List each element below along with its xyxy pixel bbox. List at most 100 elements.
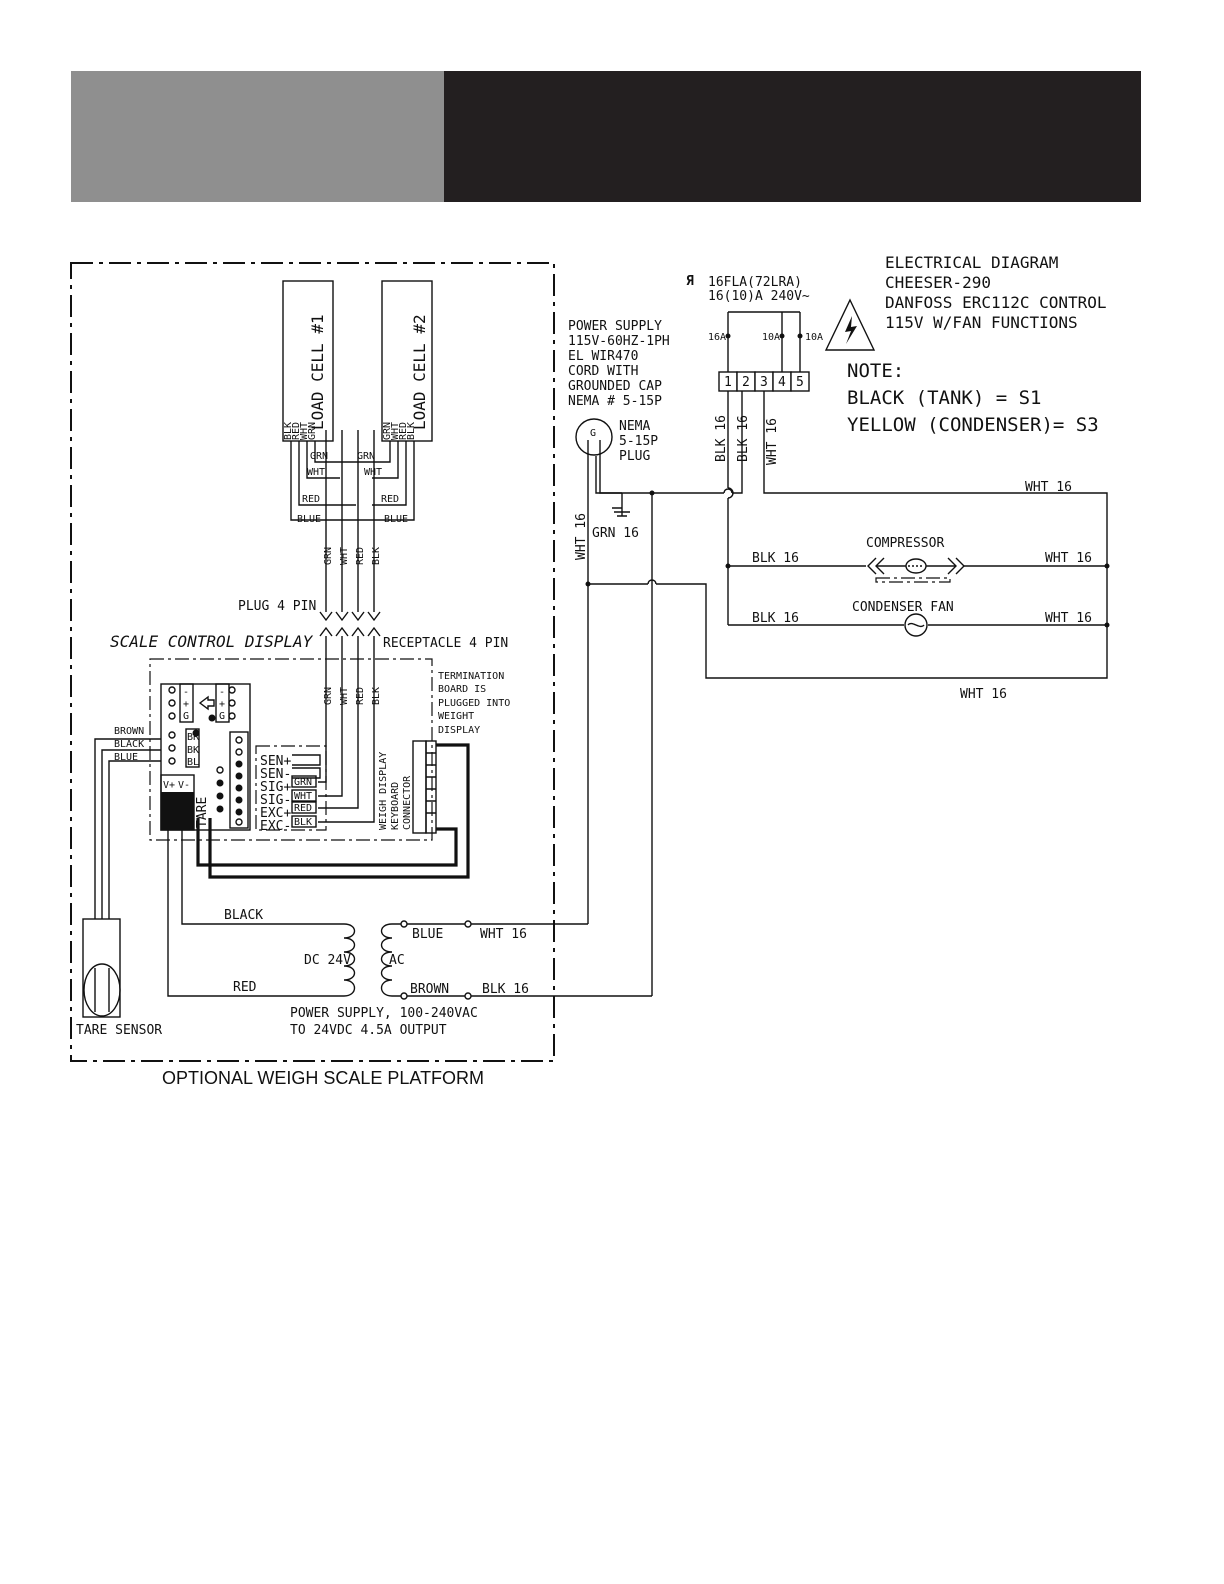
psu-blue: BLUE [412,927,443,942]
plug-4pin-label: PLUG 4 PIN [238,599,316,614]
psu-blk16: BLK 16 [482,982,529,997]
relay-blk16-b: BLK 16 [736,415,751,462]
psu-black: BLACK [224,908,263,923]
t-sig-plus: SIG+ [260,780,291,795]
load-cell-wiring: GRN GRN WHT WHT RED RED BLUE BLUE GRN WH… [290,430,415,612]
svg-text:+: + [183,699,189,710]
power-supply-note: POWER SUPPLY 115V-60HZ-1PH EL WIR470 COR… [568,319,670,409]
contact-10a-2: 10A [805,332,823,343]
keyboard-cable-inner [196,818,458,867]
plug-l1: NEMA [619,419,650,434]
ps-l5: GROUNDED CAP [568,379,662,394]
tb-bl: BL [187,757,199,768]
t-exc-plus: EXC+ [260,806,291,821]
plug-wht16-label: WHT 16 [574,513,589,560]
kb-label-1: WEIGH DISPLAY [378,752,389,830]
header-band-right [444,71,1141,202]
term-4: 4 [778,375,786,390]
weigh-scale-platform-border [70,262,555,1062]
grn16-label: GRN 16 [592,526,639,541]
compressor-rung: BLK 16 WHT 16 COMPRESSOR [725,536,1110,583]
term-2: 2 [742,375,750,390]
term-note-5: DISPLAY [438,725,480,736]
comp-blk16: BLK 16 [752,551,799,566]
fan-blk16: BLK 16 [752,611,799,626]
bundle-blk: BLK [371,547,382,565]
tare-sensor: TARE SENSOR BROWN BLACK BLUE [76,726,162,1038]
bundle-grn: GRN [323,547,334,565]
t-exc-minus: EXC- [260,819,291,834]
terminal-labels: SEN+ SEN- SIG+ SIG- EXC+ EXC- GRN WHT RE… [260,754,321,834]
disp-grn: GRN [323,687,334,705]
terminal-block [255,745,327,831]
lc2-wht: WHT [390,422,401,440]
title-line-2: CHEESER-290 [885,273,991,292]
neutral-bus [588,583,1108,679]
tb-blk: BLK [294,817,312,828]
lc2-blk: BLK [406,422,417,440]
ps-l3: EL WIR470 [568,349,638,364]
w1-red: RED [302,494,320,505]
svg-text:-: - [183,687,189,698]
ps-l2: 115V-60HZ-1PH [568,334,670,349]
keyboard-connector: WEIGH DISPLAY KEYBOARD CONNECTOR [378,740,437,834]
v-plus-label: V+ [163,780,175,791]
load-cell-1: LOAD CELL #1 BLK RED WHT GRN [282,280,334,442]
sensor-brown: BROWN [114,726,144,737]
w2-wht: WHT [364,467,382,478]
w2-blue: BLUE [384,514,408,525]
fan-wht16: WHT 16 [1045,611,1092,626]
lc1-grn: GRN [307,422,318,440]
ul-mark: Я [686,274,694,289]
bundle-wht: WHT [339,547,350,565]
lc1-red: RED [291,422,302,440]
svg-text:G: G [183,711,189,722]
warning-icon [824,298,876,351]
keyboard-cable-outer [208,743,470,879]
term-note-1: TERMINATION [438,671,504,682]
termination-note: TERMINATION BOARD IS PLUGGED INTO WEIGHT… [438,671,510,736]
ps-l6: NEMA # 5-15P [568,394,662,409]
plug-l2: 5-15P [619,434,658,449]
w2-red: RED [381,494,399,505]
w1-blue: BLUE [297,514,321,525]
w2-grn: GRN [357,451,375,462]
title-line-1: ELECTRICAL DIAGRAM [885,253,1058,272]
term-5: 5 [796,375,804,390]
comp-wht16: WHT 16 [1045,551,1092,566]
lc2-red: RED [398,422,409,440]
scale-power-supply: BLACK RED DC 24V AC BLUE WHT 16 BROWN BL… [167,830,652,1038]
note-line-2: YELLOW (CONDENSER)= S3 [847,414,1099,436]
svg-text:G: G [219,711,225,722]
tb-grn: GRN [294,777,312,788]
tb-br: BR [187,732,200,743]
note-heading: NOTE: [847,360,904,382]
disp-red: RED [355,687,366,705]
svg-text:+: + [219,699,225,710]
nema-plug: G NEMA 5-15P PLUG [575,418,658,464]
title-block: ELECTRICAL DIAGRAM CHEESER-290 DANFOSS E… [885,253,1107,332]
term-note-2: BOARD IS [438,684,486,695]
plug-l3: PLUG [619,449,650,464]
contact-16a: 16A [708,332,726,343]
title-line-3: DANFOSS ERC112C CONTROL [885,293,1107,312]
psu-brown: BROWN [410,982,449,997]
ac-label: AC [389,953,405,968]
receptacle-4pin-label: RECEPTACLE 4 PIN [383,636,508,651]
psu-wht16: WHT 16 [480,927,527,942]
plug-g: G [590,428,596,439]
kb-label-3: CONNECTOR [402,775,413,830]
psu-red: RED [233,980,257,995]
relay-rating-2: 16(10)A 240V~ [708,289,810,304]
kb-label-2: KEYBOARD [390,782,401,830]
bottom-wht16-label: WHT 16 [960,687,1007,702]
load-cell-1-label: LOAD CELL #1 [308,314,327,430]
hot-line [599,391,743,494]
w1-wht: WHT [307,467,325,478]
termination-board: -+G -+G BR BK BL V+ V- TARE [160,683,251,831]
t-sen-minus: SEN- [260,767,291,782]
tb-wht: WHT [294,791,312,802]
load-cell-2-label: LOAD CELL #2 [410,314,429,430]
psu-line-1: POWER SUPPLY, 100-240VAC [290,1006,478,1021]
